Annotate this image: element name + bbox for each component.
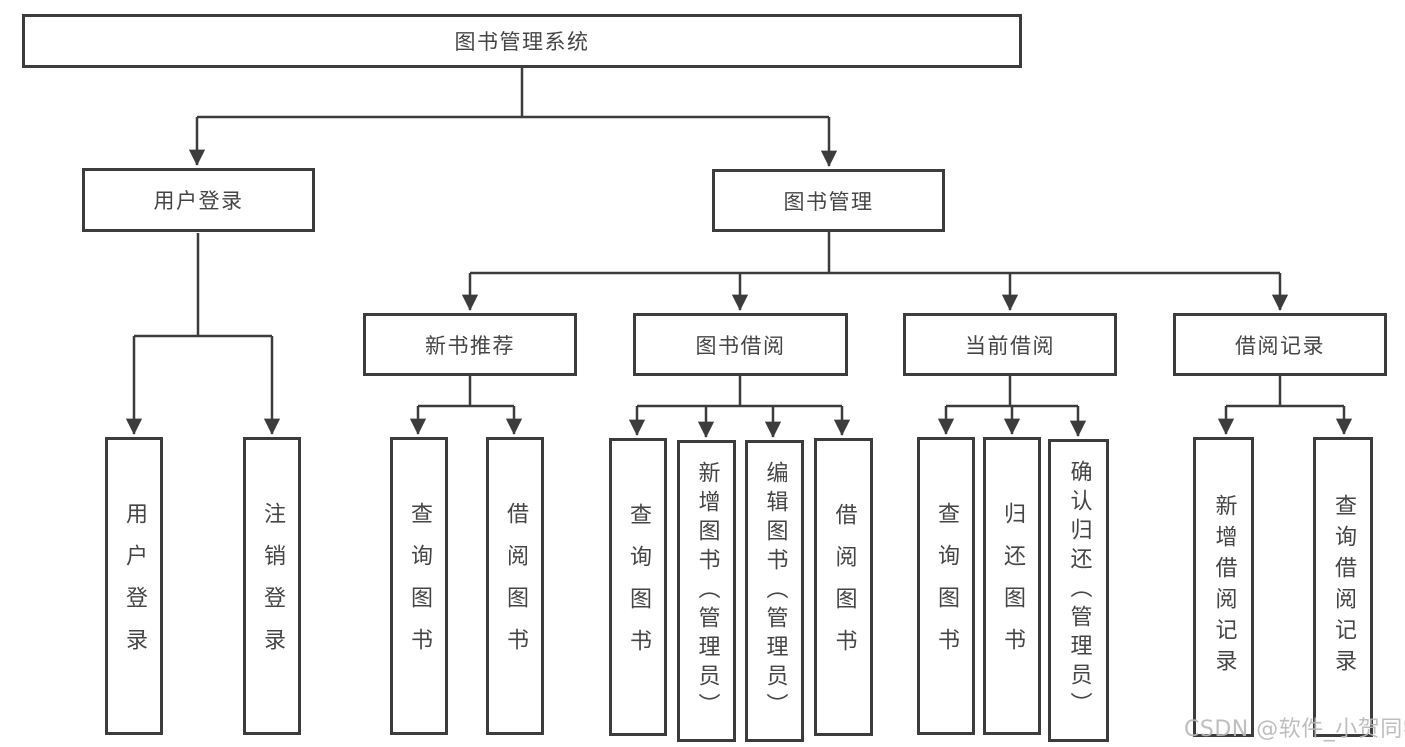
connector-current-borrow-children xyxy=(937,376,1087,437)
node-book-borrowing: 图书借阅 xyxy=(633,313,848,376)
node-current-borrowing: 当前借阅 xyxy=(903,313,1117,376)
leaf-newrec-query-books: 查询图书 xyxy=(390,437,448,735)
leaf-user-login: 用户登录 xyxy=(105,437,163,735)
leaf-borrow-borrow-books: 借阅图书 xyxy=(814,438,873,736)
node-new-book-recommend: 新书推荐 xyxy=(363,313,577,376)
leaf-logout-login: 注销登录 xyxy=(243,437,301,735)
connector-book-management-children xyxy=(461,232,1289,311)
leaf-newrec-borrow-books: 借阅图书 xyxy=(486,437,544,735)
leaf-records-query-record: 查询借阅记录 xyxy=(1313,437,1373,737)
connector-records-children xyxy=(1217,376,1353,435)
watermark-text: CSDN @软件_小贺同学 xyxy=(1184,717,1405,742)
connector-book-borrow-children xyxy=(628,376,851,438)
node-library-system: 图书管理系统 xyxy=(22,14,1022,68)
leaf-borrow-add-books-admin: 新增图书（管理员） xyxy=(677,440,736,742)
node-user-login: 用户登录 xyxy=(82,168,315,232)
connector-new-book-children xyxy=(409,376,523,435)
leaf-borrow-edit-books-admin: 编辑图书（管理员） xyxy=(745,440,804,742)
connector-root-to-level2 xyxy=(188,68,838,167)
connector-user-login-children xyxy=(125,233,281,435)
leaf-records-add-record: 新增借阅记录 xyxy=(1193,437,1254,737)
leaf-borrow-query-books: 查询图书 xyxy=(609,438,667,736)
leaf-current-query-books: 查询图书 xyxy=(917,437,975,735)
leaf-current-confirm-return-admin: 确认归还（管理员） xyxy=(1048,439,1109,742)
node-book-management: 图书管理 xyxy=(712,169,945,232)
node-borrowing-records: 借阅记录 xyxy=(1173,313,1387,376)
leaf-current-return-books: 归还图书 xyxy=(983,437,1041,735)
